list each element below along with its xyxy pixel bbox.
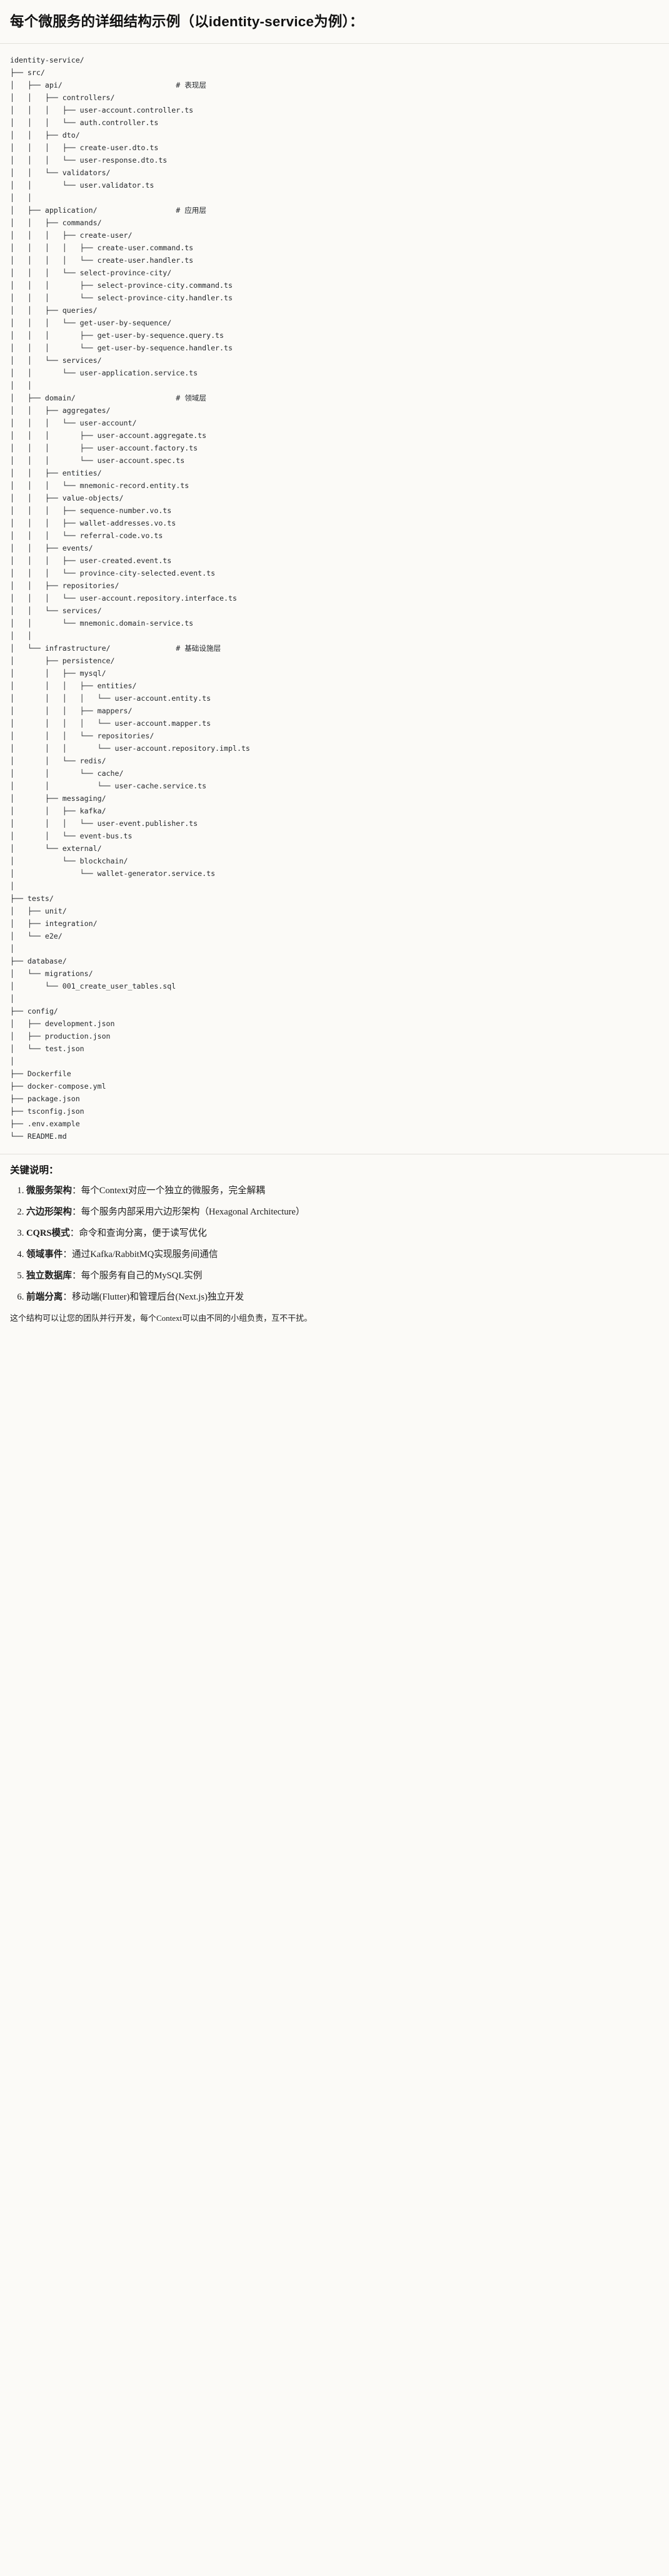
list-item: 领域事件：通过Kafka/RabbitMQ实现服务间通信 bbox=[26, 1248, 659, 1262]
divider-top bbox=[0, 43, 669, 44]
list-item: 微服务架构：每个Context对应一个独立的微服务，完全解耦 bbox=[26, 1184, 659, 1198]
page-title: 每个微服务的详细结构示例（以identity-service为例）： bbox=[10, 14, 364, 29]
note-body: 命令和查询分离，便于读写优化 bbox=[79, 1228, 207, 1239]
key-notes-section: 关键说明： 微服务架构：每个Context对应一个独立的微服务，完全解耦 六边形… bbox=[0, 1154, 669, 1340]
key-notes-title: 关键说明： bbox=[10, 1164, 59, 1176]
note-separator: ： bbox=[71, 1271, 81, 1281]
note-body: 每个服务内部采用六边形架构（Hexagonal Architecture） bbox=[81, 1206, 305, 1217]
note-term: CQRS模式 bbox=[26, 1228, 70, 1239]
directory-tree-block: identity-service/ ├── src/ │ ├── api/ # … bbox=[0, 43, 669, 1154]
list-item: 六边形架构：每个服务内部采用六边形架构（Hexagonal Architectu… bbox=[26, 1205, 659, 1219]
note-body: 移动端(Flutter)和管理后台(Next.js)独立开发 bbox=[72, 1292, 244, 1303]
note-body: 通过Kafka/RabbitMQ实现服务间通信 bbox=[72, 1250, 218, 1260]
note-term: 领域事件 bbox=[26, 1250, 63, 1260]
list-item: CQRS模式：命令和查询分离，便于读写优化 bbox=[26, 1226, 659, 1241]
document-page: 每个微服务的详细结构示例（以identity-service为例）： ident… bbox=[0, 0, 669, 1340]
note-term: 独立数据库 bbox=[26, 1271, 72, 1281]
note-body: 每个Context对应一个独立的微服务，完全解耦 bbox=[81, 1185, 265, 1196]
list-item: 前端分离：移动端(Flutter)和管理后台(Next.js)独立开发 bbox=[26, 1290, 659, 1305]
note-body: 每个服务有自己的MySQL实例 bbox=[81, 1271, 203, 1281]
note-separator: ： bbox=[63, 1250, 72, 1260]
directory-tree: identity-service/ ├── src/ │ ├── api/ # … bbox=[10, 55, 250, 1141]
note-term: 微服务架构 bbox=[26, 1185, 72, 1196]
list-item: 独立数据库：每个服务有自己的MySQL实例 bbox=[26, 1269, 659, 1283]
note-separator: ： bbox=[71, 1185, 81, 1196]
note-term: 前端分离 bbox=[26, 1292, 63, 1303]
note-separator: ： bbox=[71, 1206, 81, 1217]
note-separator: ： bbox=[63, 1292, 72, 1303]
closing-paragraph: 这个结构可以让您的团队并行开发，每个Context可以由不同的小组负责，互不干扰… bbox=[10, 1313, 313, 1323]
note-term: 六边形架构 bbox=[26, 1206, 72, 1217]
note-separator: ： bbox=[69, 1228, 79, 1239]
key-notes-list: 微服务架构：每个Context对应一个独立的微服务，完全解耦 六边形架构：每个服… bbox=[10, 1184, 659, 1305]
